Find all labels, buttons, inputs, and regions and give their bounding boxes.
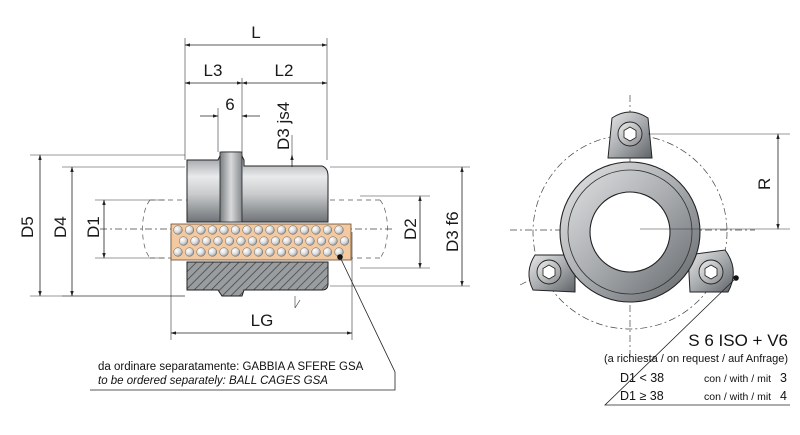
spec-title: S 6 ISO + V6 bbox=[688, 331, 788, 350]
screw-right bbox=[698, 259, 724, 285]
cage-balls bbox=[173, 225, 350, 257]
ball bbox=[196, 225, 206, 235]
spec-subtitle: (a richiesta / on request / auf Anfrage) bbox=[604, 353, 788, 365]
dim-6: 6 bbox=[225, 95, 234, 114]
spec-row-1: D1 < 38 con / with / mit 3 bbox=[620, 371, 787, 385]
spec-row-2: D1 ≥ 38 con / with / mit 4 bbox=[620, 389, 787, 403]
ball bbox=[311, 225, 321, 235]
ball bbox=[196, 247, 206, 257]
screw-left bbox=[536, 259, 562, 285]
ball bbox=[322, 247, 333, 257]
ball bbox=[184, 247, 195, 257]
dim-L2: L2 bbox=[275, 61, 294, 80]
ball bbox=[230, 225, 241, 235]
spec-row-2-cond: D1 ≥ 38 bbox=[620, 389, 664, 403]
ball bbox=[178, 236, 189, 246]
ball bbox=[276, 247, 287, 257]
spec-row-2-small: con / with / mit bbox=[704, 391, 771, 403]
ball bbox=[253, 247, 264, 257]
ball bbox=[201, 236, 212, 246]
ball bbox=[219, 225, 229, 235]
ball bbox=[293, 236, 304, 246]
bushing-section bbox=[186, 261, 329, 297]
dim-D5: D5 bbox=[18, 216, 37, 238]
screw-top bbox=[617, 121, 643, 147]
ball bbox=[236, 236, 246, 246]
ball bbox=[328, 236, 338, 246]
ball bbox=[334, 225, 344, 235]
ball bbox=[259, 236, 269, 246]
spec-row-1-val: 3 bbox=[780, 371, 787, 385]
ball bbox=[207, 225, 218, 235]
ball bbox=[305, 236, 315, 246]
dim-D1: D1 bbox=[84, 216, 103, 238]
ball bbox=[219, 247, 229, 257]
note-line-1: da ordinare separatamente: GABBIA A SFER… bbox=[98, 361, 364, 373]
ball bbox=[299, 247, 310, 257]
ball bbox=[339, 236, 350, 246]
dim-D3-f6: D3 f6 bbox=[443, 211, 462, 252]
front-view: R bbox=[510, 95, 790, 406]
bore bbox=[589, 191, 671, 273]
ball bbox=[173, 225, 183, 235]
ball bbox=[242, 225, 252, 235]
spec-row-2-val: 4 bbox=[780, 389, 787, 403]
ball bbox=[282, 236, 292, 246]
ball bbox=[230, 247, 241, 257]
dim-D4: D4 bbox=[51, 216, 70, 238]
ball bbox=[173, 247, 183, 257]
ball bbox=[288, 225, 298, 235]
ball bbox=[184, 225, 195, 235]
ball bbox=[316, 236, 327, 246]
ball bbox=[265, 225, 275, 235]
ball bbox=[311, 247, 321, 257]
spec-row-1-small: con / with / mit bbox=[704, 373, 771, 385]
dim-L: L bbox=[251, 23, 260, 42]
ball bbox=[288, 247, 298, 257]
ball bbox=[213, 236, 223, 246]
bushing-upper bbox=[186, 151, 329, 223]
dim-R: R bbox=[755, 178, 774, 190]
ball bbox=[224, 236, 235, 246]
dim-L3: L3 bbox=[204, 61, 223, 80]
ball bbox=[247, 236, 258, 246]
ball bbox=[270, 236, 281, 246]
dim-D2: D2 bbox=[401, 218, 420, 240]
note-line-2: to be ordered separately: BALL CAGES GSA bbox=[98, 375, 328, 387]
dim-D3-js4: D3 js4 bbox=[274, 102, 293, 150]
ball bbox=[190, 236, 200, 246]
ball bbox=[253, 225, 264, 235]
dim-LG: LG bbox=[251, 311, 274, 330]
ball bbox=[299, 225, 310, 235]
ball bbox=[207, 247, 218, 257]
side-view: L L3 L2 6 D3 js4 D5 D4 D1 D2 D3 f6 LG bbox=[18, 23, 470, 391]
ball bbox=[322, 225, 333, 235]
ball bbox=[265, 247, 275, 257]
spec-row-1-cond: D1 < 38 bbox=[620, 371, 664, 385]
ball bbox=[276, 225, 287, 235]
ball bbox=[242, 247, 252, 257]
